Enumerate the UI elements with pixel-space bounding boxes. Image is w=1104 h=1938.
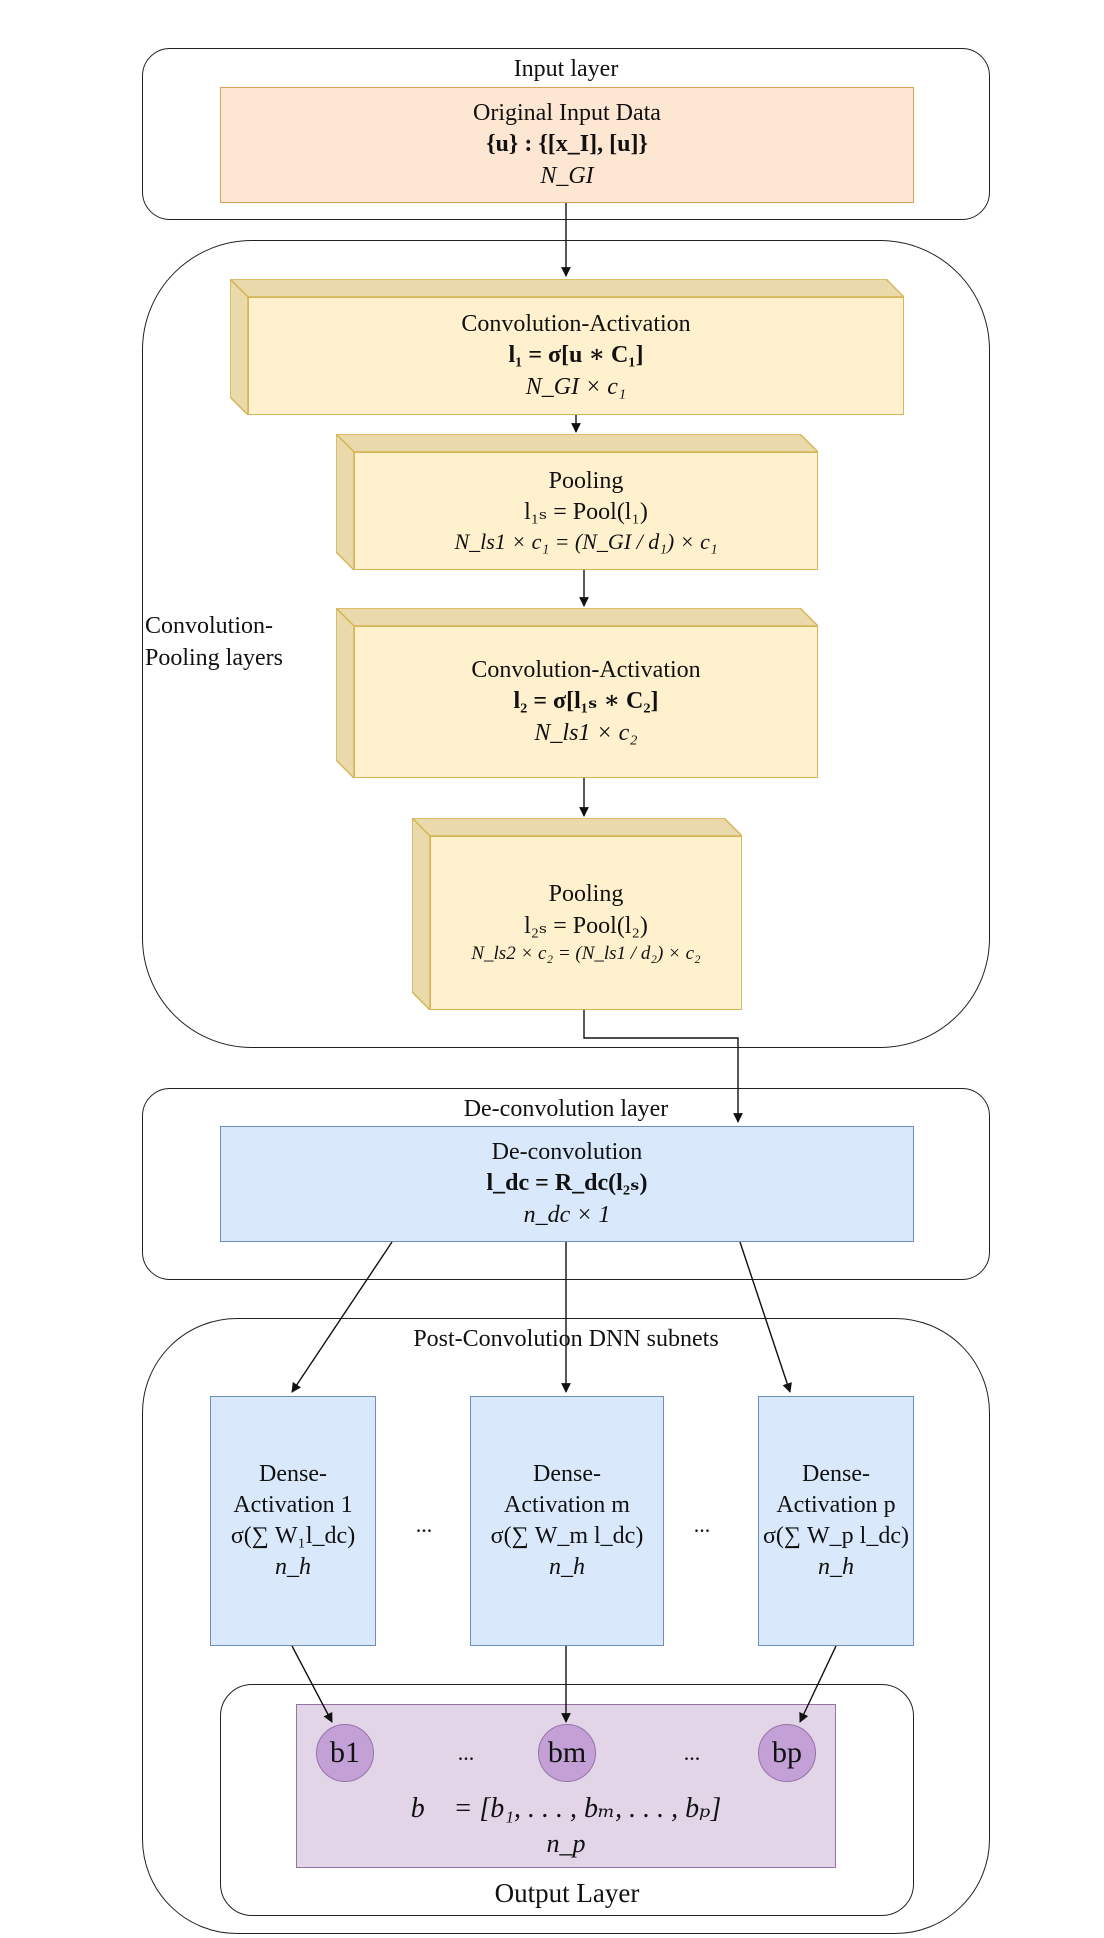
convolution-pooling-label: Convolution-Pooling layers [145, 613, 283, 672]
dense-ellipsis-left: ... [415, 1512, 433, 1537]
pool2-block: Pooling l₂ₛ = Pool(l₂) N_ls2 × c₂ = (N_l… [412, 818, 742, 1010]
dense-m-size: n_h [549, 1554, 585, 1581]
dense-p-title-a: Dense- [802, 1460, 870, 1487]
conv1-3d-faces [230, 279, 904, 415]
output-formula: b⃗ = [b₁, . . . , bₘ, . . . , bₚ] [410, 1792, 722, 1824]
input-size: N_GI [540, 162, 594, 189]
conv2-title: Convolution-Activation [471, 657, 701, 684]
dense-1-title-a: Dense- [259, 1460, 327, 1487]
conv1-title: Convolution-Activation [461, 311, 691, 338]
pool1-size: N_ls1 × c₁ = (N_GI / d₁) × c₁ [454, 528, 718, 554]
output-node-b1: b1 [316, 1724, 374, 1782]
deconv-formula: l_dc = R_dc(l₂ₛ) [486, 1170, 648, 1197]
output-node-bp: bp [758, 1724, 816, 1782]
output-layer-group [220, 1684, 914, 1916]
dense-p-formula: σ(∑ W_p l_dc) [762, 1523, 909, 1549]
input-title: Original Input Data [473, 100, 661, 127]
conv1-formula: l₁ = σ[u ∗ C₁] [508, 342, 644, 369]
pool2-size: N_ls2 × c₂ = (N_ls1 / d₂) × c₂ [471, 942, 701, 964]
output-layer-label: Output Layer [494, 1878, 640, 1908]
deconv-title: De-convolution [491, 1139, 643, 1166]
input-formula: {u} : {[x_I], [u]} [486, 131, 648, 158]
conv1-block: Convolution-Activation l₁ = σ[u ∗ C₁] N_… [230, 279, 904, 415]
output-node-bm-label: bm [547, 1736, 587, 1769]
dense-1-formula: σ(∑ W₁l_dc) [230, 1523, 356, 1549]
pool1-box: Pooling l₁ₛ = Pool(l₁) N_ls1 × c₁ = (N_G… [354, 452, 818, 570]
output-node-bp-label: bp [772, 1736, 802, 1769]
dense-box-p: Dense- Activation p σ(∑ W_p l_dc) n_h [758, 1396, 914, 1646]
dense-m-title-a: Dense- [533, 1460, 601, 1487]
pool2-box: Pooling l₂ₛ = Pool(l₂) N_ls2 × c₂ = (N_l… [430, 836, 742, 1010]
output-size: n_p [546, 1829, 586, 1859]
conv2-formula: l₂ = σ[l₁ₛ ∗ C₂] [513, 688, 659, 715]
dense-1-title-b: Activation 1 [233, 1491, 353, 1518]
output-ellipsis-left: ... [457, 1740, 475, 1765]
input-layer-label: Input layer [513, 56, 619, 82]
pool1-3d-faces [336, 434, 818, 570]
conv1-box: Convolution-Activation l₁ = σ[u ∗ C₁] N_… [248, 297, 904, 415]
conv2-size: N_ls1 × c₂ [534, 719, 638, 746]
dense-p-title-b: Activation p [776, 1491, 896, 1518]
dense-m-formula: σ(∑ W_m l_dc) [490, 1523, 644, 1549]
pool1-title: Pooling [548, 467, 624, 494]
deconvolution-layer-label: De-convolution layer [463, 1096, 669, 1122]
conv2-3d-faces [336, 608, 818, 778]
dense-ellipsis-right: ... [693, 1512, 711, 1537]
output-node-bm: bm [538, 1724, 596, 1782]
dense-box-1: Dense- Activation 1 σ(∑ W₁l_dc) n_h [210, 1396, 376, 1646]
deconv-size: n_dc × 1 [523, 1201, 611, 1228]
dense-p-size: n_h [818, 1554, 854, 1581]
pool1-formula: l₁ₛ = Pool(l₁) [524, 498, 648, 525]
dense-m-title-b: Activation m [504, 1491, 630, 1518]
output-node-b1-label: b1 [330, 1736, 360, 1769]
pool2-3d-faces [412, 818, 742, 1010]
dense-box-m: Dense- Activation m σ(∑ W_m l_dc) n_h [470, 1396, 664, 1646]
post-convolution-label: Post-Convolution DNN subnets [413, 1326, 719, 1352]
original-input-box: Original Input Data {u} : {[x_I], [u]} N… [220, 87, 914, 203]
deconvolution-box: De-convolution l_dc = R_dc(l₂ₛ) n_dc × 1 [220, 1126, 914, 1242]
pool2-formula: l₂ₛ = Pool(l₂) [524, 912, 648, 939]
pool1-block: Pooling l₁ₛ = Pool(l₁) N_ls1 × c₁ = (N_G… [336, 434, 818, 570]
conv2-box: Convolution-Activation l₂ = σ[l₁ₛ ∗ C₂] … [354, 626, 818, 778]
conv1-size: N_GI × c₁ [525, 373, 627, 400]
output-formula-block: b⃗ = [b₁, . . . , bₘ, . . . , bₚ] n_p [296, 1786, 836, 1866]
conv2-block: Convolution-Activation l₂ = σ[l₁ₛ ∗ C₂] … [336, 608, 818, 778]
pool2-title: Pooling [548, 881, 624, 908]
dense-1-size: n_h [275, 1554, 311, 1581]
output-ellipsis-right: ... [683, 1740, 701, 1765]
